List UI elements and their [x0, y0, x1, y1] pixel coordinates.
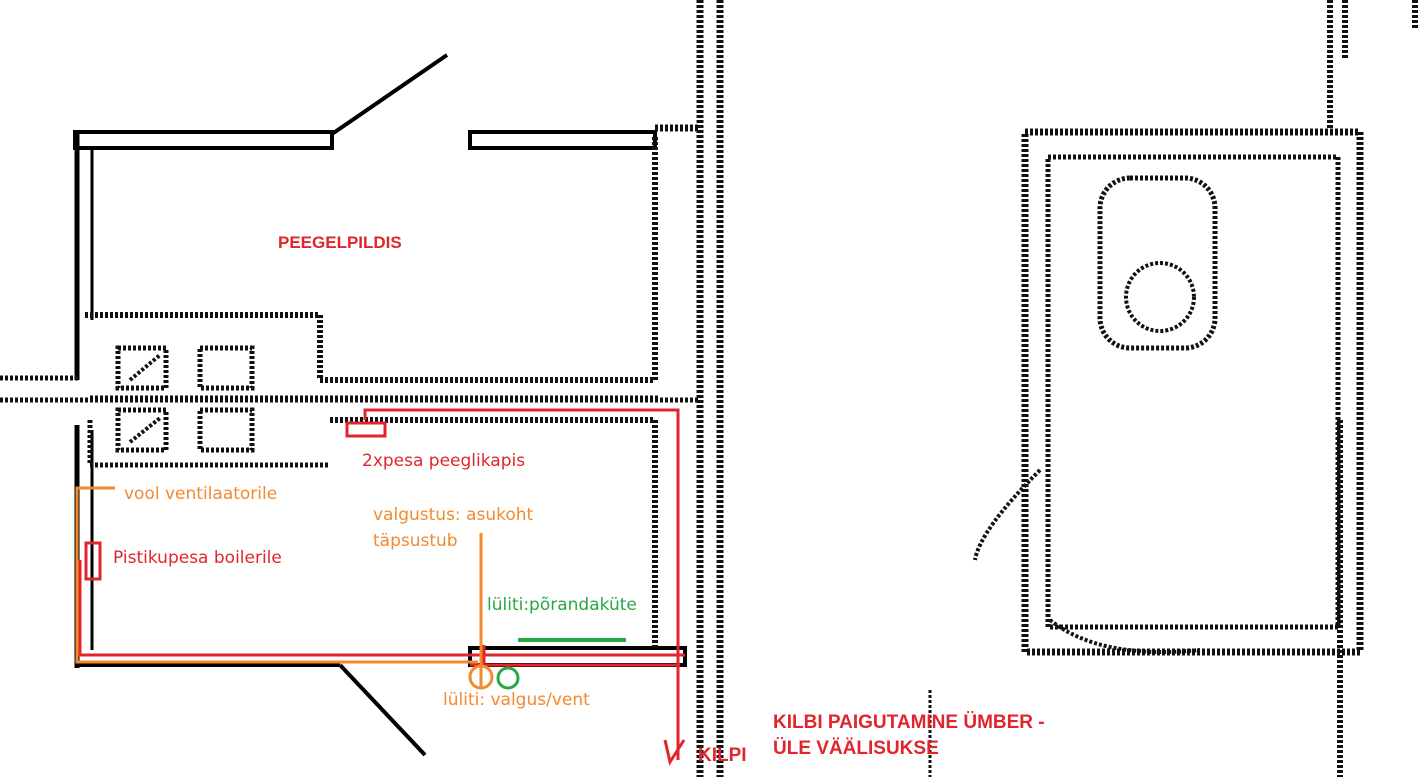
boiler-socket-label: Pistikupesa boilerile — [113, 548, 282, 568]
light-fan-switch-icon — [468, 664, 494, 690]
panel-move-label-line1: KILBI PAIGUTAMINE ÜMBER - — [773, 712, 1045, 733]
floor-heating-switch-icon — [496, 666, 520, 690]
lighting-label-line2: täpsustub — [373, 531, 458, 551]
mirror-cabinet-socket-icon — [345, 421, 387, 438]
boiler-socket-icon — [84, 541, 102, 581]
panel-move-label-line2: ÜLE VÄÄLISUKSE — [773, 738, 939, 759]
mirror-label: PEEGELPILDIS — [278, 233, 402, 252]
lighting-wiring — [75, 486, 483, 688]
light-fan-switch-label: lüliti: valgus/vent — [443, 690, 590, 710]
floor-heating-switch-label: lüliti:põrandaküte — [487, 595, 637, 615]
left-plan-walls — [73, 53, 687, 757]
to-panel-label: KILPI — [698, 745, 747, 766]
fan-power-label: vool ventilaatorile — [124, 484, 278, 504]
power-wiring — [78, 408, 686, 766]
lighting-label-line1: valgustus: asukoht — [373, 505, 534, 525]
mirror-cabinet-sockets-label: 2xpesa peeglikapis — [362, 451, 526, 471]
